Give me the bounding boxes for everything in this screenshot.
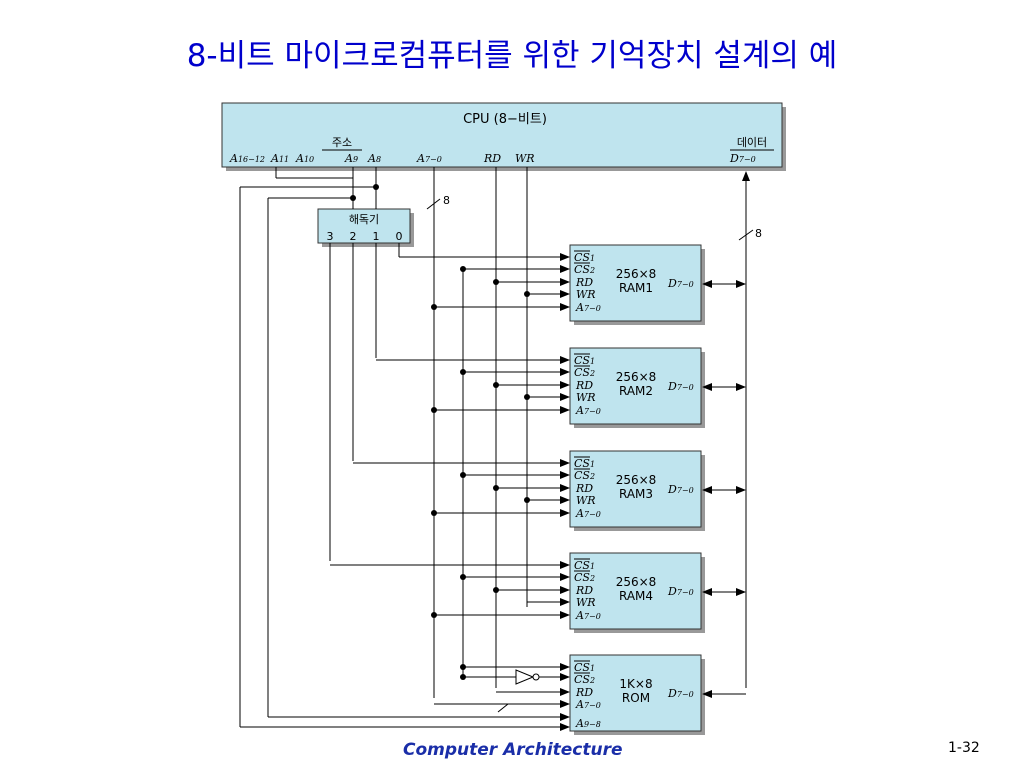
- decoder-output-3: 3: [327, 230, 334, 243]
- decoder-output-2: 2: [350, 230, 357, 243]
- pin-cs2: CS2: [574, 366, 595, 379]
- pin-wr: WR: [515, 152, 535, 165]
- pin-a9: A9: [344, 152, 358, 165]
- pin-d7-0: D7−0: [667, 687, 694, 700]
- pin-rd: RD: [575, 276, 593, 289]
- pin-cs2: CS2: [574, 673, 595, 686]
- pin-cs2: CS2: [574, 263, 595, 276]
- pin-a7-0: A7−0: [575, 609, 601, 622]
- pin-cs2: CS2: [574, 571, 595, 584]
- chip-name: RAM4: [619, 589, 653, 603]
- address-bus-width: 8: [443, 194, 450, 207]
- pin-d7-0: D7−0: [667, 277, 694, 290]
- address-group-label: 주소: [332, 136, 352, 149]
- decoder-output-0: 0: [396, 230, 403, 243]
- chip-size: 256×8: [616, 267, 657, 281]
- pin-a7-0: A7−0: [575, 698, 601, 711]
- chip-name: RAM3: [619, 487, 653, 501]
- pin-rd: RD: [575, 482, 593, 495]
- data-bus-width: 8: [755, 227, 762, 240]
- chip-name: RAM1: [619, 281, 653, 295]
- data-group-label: 데이터: [737, 136, 767, 149]
- chip-size: 256×8: [616, 473, 657, 487]
- wiring: 8 8: [239, 167, 762, 731]
- page-number: 1-32: [948, 740, 980, 756]
- decoder-block: 해독기 3 2 1 0: [317, 208, 414, 247]
- chip-size: 1K×8: [619, 677, 652, 691]
- pin-wr: WR: [576, 596, 596, 609]
- chip-name: RAM2: [619, 384, 653, 398]
- chip-size: 256×8: [616, 575, 657, 589]
- decoder-label: 해독기: [349, 212, 379, 226]
- pin-a16-12: A16−12: [229, 152, 265, 165]
- pin-cs1: CS1: [574, 661, 595, 674]
- pin-rd: RD: [483, 152, 501, 165]
- pin-d7-0: D7−0: [667, 380, 694, 393]
- pin-cs1: CS1: [574, 457, 595, 470]
- pin-d7-0: D7−0: [729, 152, 756, 165]
- pin-a11: A11: [270, 152, 289, 165]
- pin-wr: WR: [576, 391, 596, 404]
- pin-rd: RD: [575, 686, 593, 699]
- pin-wr: WR: [576, 494, 596, 507]
- pin-a9-8: A9−8: [575, 717, 601, 730]
- pin-cs1: CS1: [574, 559, 595, 572]
- pin-cs1: CS1: [574, 354, 595, 367]
- pin-a7-0: A7−0: [575, 404, 601, 417]
- cpu-label: CPU (8−비트): [463, 112, 547, 127]
- pin-a7-0: A7−0: [575, 301, 601, 314]
- chip-name: ROM: [622, 691, 650, 705]
- pin-cs2: CS2: [574, 469, 595, 482]
- pin-a8: A8: [367, 152, 381, 165]
- pin-cs1: CS1: [574, 251, 595, 264]
- pin-rd: RD: [575, 584, 593, 597]
- pin-rd: RD: [575, 379, 593, 392]
- decoder-output-1: 1: [373, 230, 380, 243]
- pin-a7-0: A7−0: [575, 507, 601, 520]
- cpu-block: CPU (8−비트) 주소 데이터 A16−12 A11 A10 A9 A8 A…: [221, 102, 786, 171]
- footer-title: Computer Architecture: [403, 740, 623, 760]
- slide-title: 8-비트 마이크로컴퓨터를 위한 기억장치 설계의 예: [186, 38, 838, 74]
- chip-size: 256×8: [616, 370, 657, 384]
- pin-a10: A10: [295, 152, 314, 165]
- pin-d7-0: D7−0: [667, 585, 694, 598]
- pin-a7-0: A7−0: [416, 152, 442, 165]
- pin-d7-0: D7−0: [667, 483, 694, 496]
- pin-wr: WR: [576, 288, 596, 301]
